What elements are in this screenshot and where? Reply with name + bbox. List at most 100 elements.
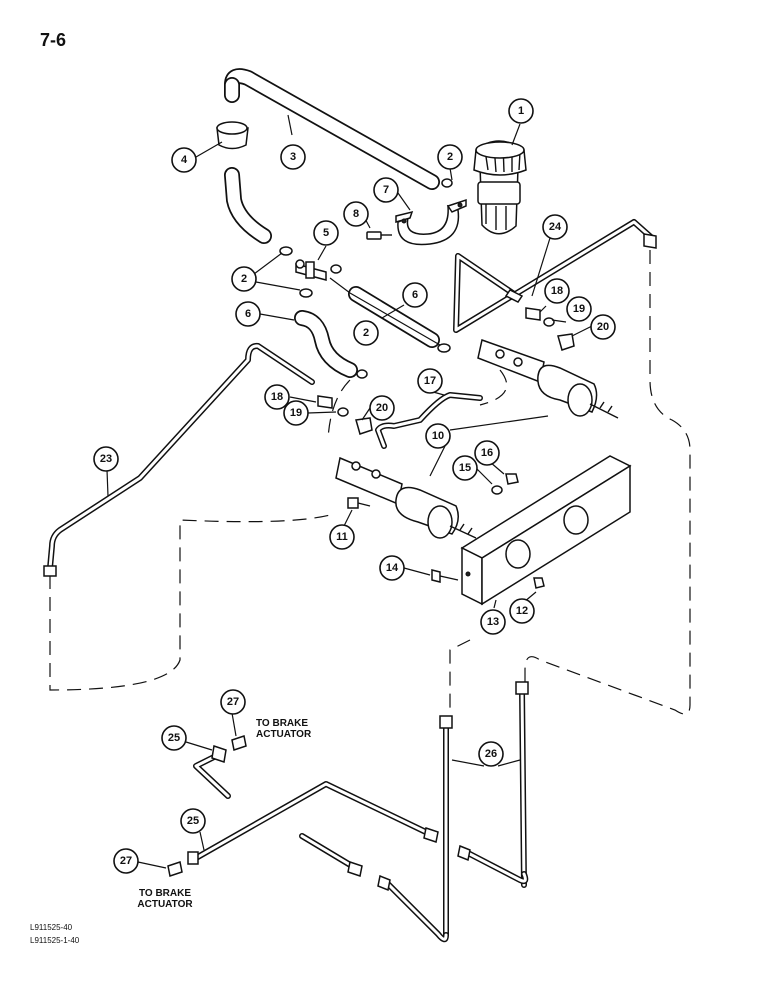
drawing-code-1: L911525-40 (30, 923, 73, 932)
callout-25-lower: 25 (180, 808, 206, 834)
fittings-left (317, 395, 373, 435)
callout-18-left: 18 (264, 384, 290, 410)
dash-left-route (49, 514, 331, 691)
svg-text:20: 20 (376, 402, 388, 414)
callout-19-right: 19 (566, 296, 592, 322)
svg-text:1: 1 (518, 105, 524, 117)
dashed-routing-lines (49, 250, 691, 715)
callout-15: 15 (452, 455, 478, 481)
note-to-brake-actuator-upper: TO BRAKE ACTUATOR (256, 718, 312, 740)
callout-20-left: 20 (369, 395, 395, 421)
tubes-26 (439, 681, 529, 938)
svg-text:7: 7 (383, 184, 389, 196)
callout-20-right: 20 (590, 314, 616, 340)
callout-25-upper: 25 (161, 725, 187, 751)
callout-5: 5 (313, 220, 339, 246)
callout-6-right: 6 (402, 282, 428, 308)
svg-text:14: 14 (386, 562, 399, 574)
svg-text:26: 26 (485, 748, 497, 760)
callout-8: 8 (343, 201, 369, 227)
svg-text:18: 18 (271, 391, 283, 403)
svg-text:27: 27 (227, 696, 239, 708)
callout-2-center: 2 (353, 320, 379, 346)
svg-text:16: 16 (481, 447, 493, 459)
callout-3: 3 (280, 144, 306, 170)
callout-19-left: 19 (283, 400, 309, 426)
callout-27-lower: 27 (113, 848, 139, 874)
reservoir-cap (216, 121, 249, 150)
svg-text:27: 27 (120, 855, 132, 867)
svg-text:2: 2 (447, 151, 453, 163)
tubes-25 (187, 745, 529, 943)
callout-10: 10 (425, 423, 451, 449)
callout-1: 1 (508, 98, 534, 124)
svg-text:25: 25 (168, 732, 180, 744)
callout-7: 7 (373, 177, 399, 203)
svg-text:11: 11 (336, 531, 348, 543)
callout-6-left: 6 (235, 301, 261, 327)
bolt-14 (431, 569, 459, 583)
callout-24: 24 (542, 214, 568, 240)
callout-11: 11 (329, 524, 355, 550)
svg-text:6: 6 (245, 308, 251, 320)
svg-text:15: 15 (459, 462, 471, 474)
dash-center-route (449, 639, 471, 710)
svg-text:13: 13 (487, 616, 499, 628)
callout-2-top: 2 (437, 144, 463, 170)
tube-17 (375, 392, 483, 449)
drawing-code-2: L911525-1-40 (30, 936, 80, 945)
nut-16 (505, 473, 519, 485)
callout-14: 14 (379, 555, 405, 581)
page-number: 7-6 (40, 30, 67, 50)
svg-text:3: 3 (290, 151, 296, 163)
brake-fittings-27 (167, 735, 247, 877)
svg-text:23: 23 (100, 453, 112, 465)
tube-23 (43, 342, 315, 577)
dash-left-valve-link (327, 379, 351, 441)
svg-text:17: 17 (424, 375, 436, 387)
mounting-plate (460, 455, 632, 606)
note-to-brake-actuator-lower: TO BRAKE ACTUATOR (137, 888, 193, 910)
dash-right-route (524, 250, 691, 715)
tube-24 (453, 219, 657, 333)
svg-text:5: 5 (323, 227, 329, 239)
callout-23: 23 (93, 446, 119, 472)
svg-text:12: 12 (516, 605, 528, 617)
callout-2-left: 2 (231, 266, 257, 292)
tee-fitting (295, 259, 327, 281)
washer-15 (491, 485, 503, 495)
callout-26: 26 (478, 741, 504, 767)
dash-valve-link (479, 369, 508, 406)
bracket-bolt (366, 231, 392, 240)
callout-27-upper: 27 (220, 689, 246, 715)
hose-clamps (279, 178, 453, 379)
fittings-right (525, 307, 575, 351)
callout-17: 17 (417, 368, 443, 394)
master-cylinder-left (335, 456, 477, 539)
bolt-11 (347, 497, 371, 509)
svg-text:18: 18 (551, 285, 563, 297)
svg-text:10: 10 (432, 430, 444, 442)
master-cylinder-right (477, 339, 619, 419)
svg-text:2: 2 (241, 273, 247, 285)
callout-12: 12 (509, 598, 535, 624)
callout-16: 16 (474, 440, 500, 466)
svg-text:8: 8 (353, 208, 359, 220)
reservoir-bracket (395, 198, 467, 246)
svg-text:19: 19 (573, 303, 585, 315)
svg-text:6: 6 (412, 289, 418, 301)
nut-12 (533, 577, 545, 589)
reservoir (473, 140, 527, 235)
leader-lines (106, 114, 593, 869)
svg-text:4: 4 (181, 154, 188, 166)
svg-text:19: 19 (290, 407, 302, 419)
callout-4: 4 (171, 147, 197, 173)
svg-text:20: 20 (597, 321, 609, 333)
hoses-6 (294, 286, 440, 378)
svg-text:24: 24 (549, 221, 562, 233)
callout-13: 13 (480, 609, 506, 635)
svg-text:25: 25 (187, 815, 199, 827)
callout-18-right: 18 (544, 278, 570, 304)
svg-text:2: 2 (363, 327, 369, 339)
